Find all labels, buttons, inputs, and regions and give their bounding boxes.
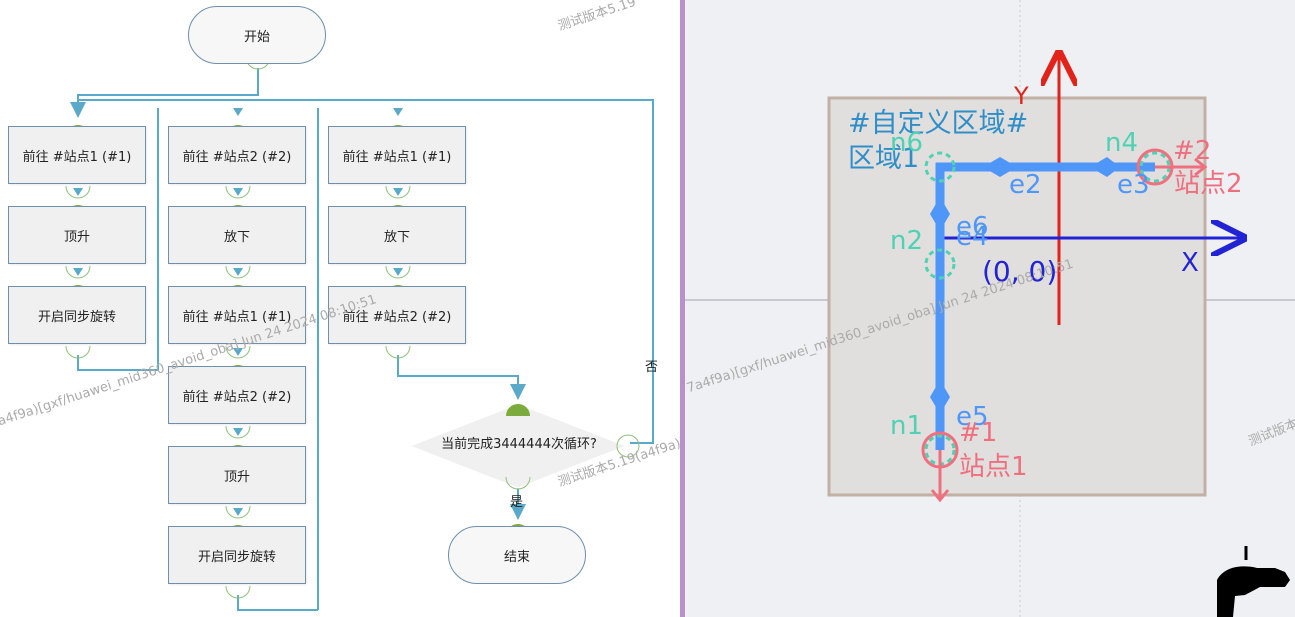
step-start-sync-rotation[interactable]: 开启同步旋转 [8, 286, 146, 344]
station-id: #2 [1173, 136, 1212, 166]
pane-splitter[interactable] [680, 0, 685, 617]
edge-label: e4 [956, 222, 989, 252]
station-name[interactable]: 站点2 [1174, 169, 1243, 199]
node-label: n6 [890, 128, 924, 158]
step-goto-station2[interactable]: 前往 #站点2 (#2) [168, 366, 306, 424]
origin-label: (0, 0) [982, 255, 1058, 288]
step-start-sync-rotation[interactable]: 开启同步旋转 [168, 526, 306, 584]
step-put-down[interactable]: 放下 [328, 206, 466, 264]
step-put-down[interactable]: 放下 [168, 206, 306, 264]
step-goto-station2[interactable]: 前往 #站点2 (#2) [328, 286, 466, 344]
step-goto-station1[interactable]: 前往 #站点1 (#1) [328, 126, 466, 184]
map-drawing [685, 0, 1295, 617]
node-label: n2 [890, 226, 924, 256]
end-node[interactable]: 结束 [448, 526, 586, 584]
y-axis-label: Y [1014, 82, 1029, 110]
region-label: 区域1 [848, 143, 920, 174]
decision-diamond [408, 403, 628, 489]
decision-node[interactable]: 当前完成3444444次循环? [441, 437, 597, 452]
node-label: n1 [890, 411, 924, 441]
step-goto-station1[interactable]: 前往 #站点1 (#1) [8, 126, 146, 184]
map-canvas[interactable]: #自定义区域# 区域1 Y X (0, 0) n6 n2 n1 n4 e2 e3… [685, 0, 1295, 617]
no-label: 否 [645, 360, 659, 375]
edge-label: e6 [956, 212, 989, 242]
robot-shape [1217, 566, 1290, 617]
region-name: #自定义区域# [848, 108, 1029, 139]
station-name[interactable]: 站点1 [959, 452, 1028, 482]
yes-label: 是 [510, 495, 524, 510]
edge-label: e5 [956, 402, 989, 432]
flowchart-canvas[interactable]: 开始 前往 #站点1 (#1) 顶升 开启同步旋转 前往 #站点2 (#2) 放… [0, 0, 680, 617]
edge-label: e3 [1117, 170, 1150, 200]
station-id: #1 [959, 418, 998, 448]
x-axis-label: X [1181, 248, 1199, 278]
node-label: n4 [1105, 128, 1139, 158]
edge-label: e2 [1009, 170, 1042, 200]
step-lift[interactable]: 顶升 [8, 206, 146, 264]
step-lift[interactable]: 顶升 [168, 446, 306, 504]
step-goto-station1[interactable]: 前往 #站点1 (#1) [168, 286, 306, 344]
start-node[interactable]: 开始 [188, 6, 326, 64]
step-goto-station2[interactable]: 前往 #站点2 (#2) [168, 126, 306, 184]
